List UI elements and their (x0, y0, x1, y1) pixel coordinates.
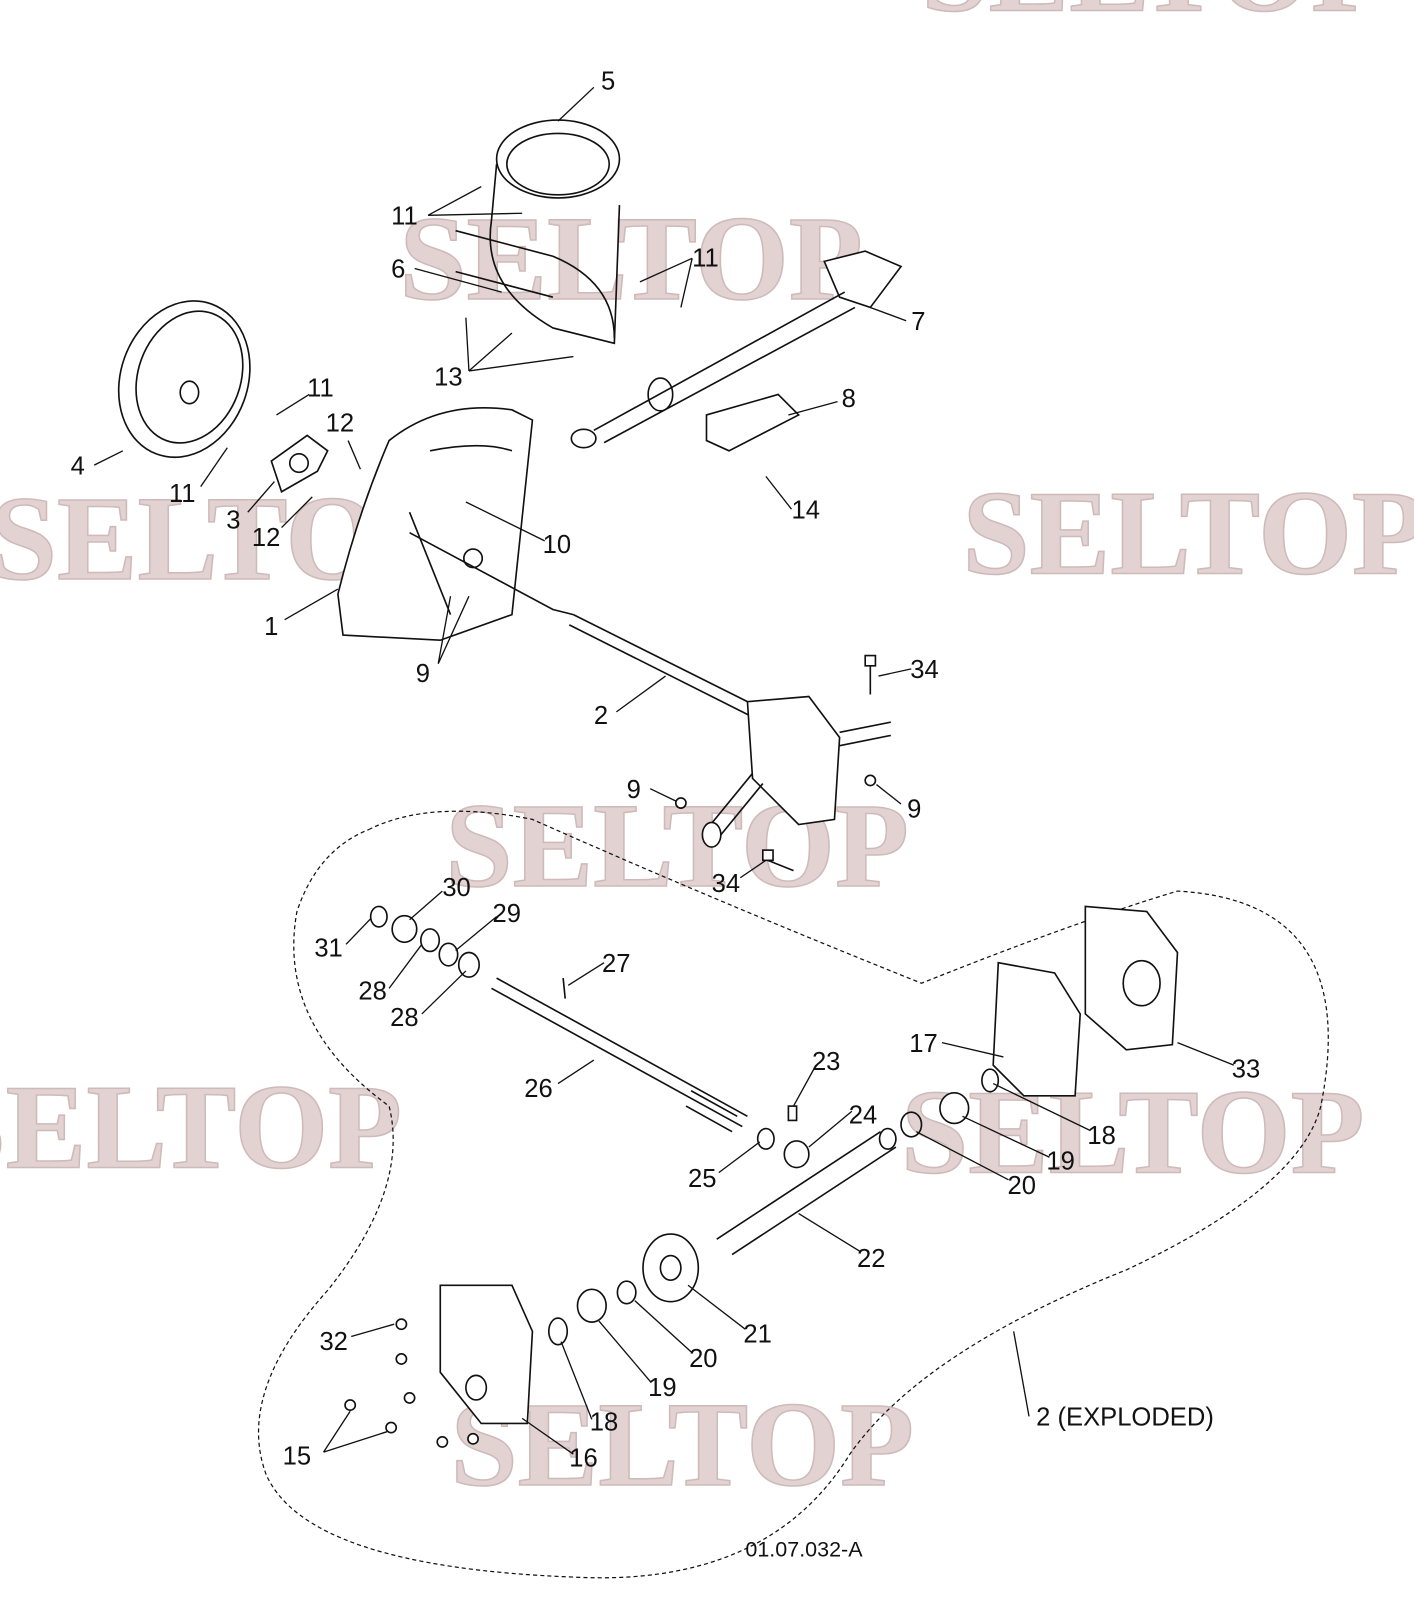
callout-9: 9 (627, 776, 641, 804)
callout-13: 13 (434, 363, 462, 391)
callout-14: 14 (791, 496, 819, 524)
watermark: SELTOP (399, 192, 862, 326)
callout-34: 34 (712, 870, 740, 898)
watermark: SELTOP (0, 1061, 402, 1195)
callout-21: 21 (743, 1321, 771, 1349)
callout-18: 18 (1087, 1122, 1115, 1150)
callout-20: 20 (1008, 1172, 1036, 1200)
part-housing-1 (337, 407, 574, 642)
part-chute (455, 119, 621, 345)
callout-5: 5 (601, 67, 615, 95)
leader-lines (93, 86, 1235, 1455)
callout-28: 28 (358, 978, 386, 1006)
callout-31: 31 (314, 935, 342, 963)
watermark: SELTOP (922, 0, 1385, 38)
callout-17: 17 (909, 1030, 937, 1058)
part-bolts (674, 654, 877, 872)
callout-11: 11 (391, 203, 418, 231)
diagram-code: 01.07.032-A (745, 1538, 863, 1562)
watermark: SELTOP (962, 467, 1414, 601)
callout-19: 19 (648, 1374, 676, 1402)
callout-27: 27 (602, 950, 630, 978)
callout-16: 16 (569, 1444, 597, 1472)
callout-12: 12 (252, 524, 280, 552)
callout-11: 11 (692, 244, 719, 272)
callout-20: 20 (689, 1345, 717, 1373)
part-bearing-flange (270, 434, 329, 493)
part-shaft-2 (568, 613, 891, 848)
callout-1: 1 (264, 613, 278, 641)
callout-30: 30 (442, 874, 470, 902)
callout-8: 8 (842, 385, 856, 413)
callout-10: 10 (543, 531, 571, 559)
callout-9: 9 (416, 660, 430, 688)
callout-22: 22 (857, 1245, 885, 1273)
callout-2: 2 (594, 702, 608, 730)
callout-28: 28 (390, 1004, 418, 1032)
part-handle-rod (570, 250, 903, 449)
part-pulley (117, 300, 251, 459)
exploded-boundary (257, 810, 1329, 1579)
part-bracket-8 (705, 393, 801, 452)
callout-3: 3 (226, 507, 240, 535)
callout-34: 34 (910, 656, 938, 684)
callout-11: 11 (307, 375, 334, 403)
callout-29: 29 (492, 900, 520, 928)
callout-19: 19 (1046, 1148, 1074, 1176)
callout-18: 18 (590, 1409, 618, 1437)
watermarks: SELTOP SELTOP SELTOP SELTOP SELTOP SELTO… (0, 0, 1414, 1513)
callout-23: 23 (812, 1048, 840, 1076)
callout-33: 33 (1232, 1055, 1260, 1083)
callout-labels: 5 11 6 11 7 13 11 12 8 4 11 3 12 14 10 1… (71, 67, 1261, 1561)
callout-32: 32 (319, 1328, 347, 1356)
callout-9: 9 (907, 795, 921, 823)
callout-24: 24 (849, 1101, 877, 1129)
exploded-label: 2 (EXPLODED) (1036, 1404, 1214, 1432)
callout-15: 15 (283, 1442, 311, 1470)
callout-11: 11 (169, 480, 196, 508)
watermark: SELTOP (451, 1378, 914, 1512)
callout-26: 26 (524, 1075, 552, 1103)
callout-12: 12 (326, 409, 354, 437)
exploded-parts (344, 905, 1179, 1448)
watermark: SELTOP (901, 1066, 1364, 1200)
callout-4: 4 (71, 452, 85, 480)
callout-7: 7 (911, 308, 925, 336)
callout-6: 6 (391, 256, 405, 284)
callout-25: 25 (688, 1165, 716, 1193)
